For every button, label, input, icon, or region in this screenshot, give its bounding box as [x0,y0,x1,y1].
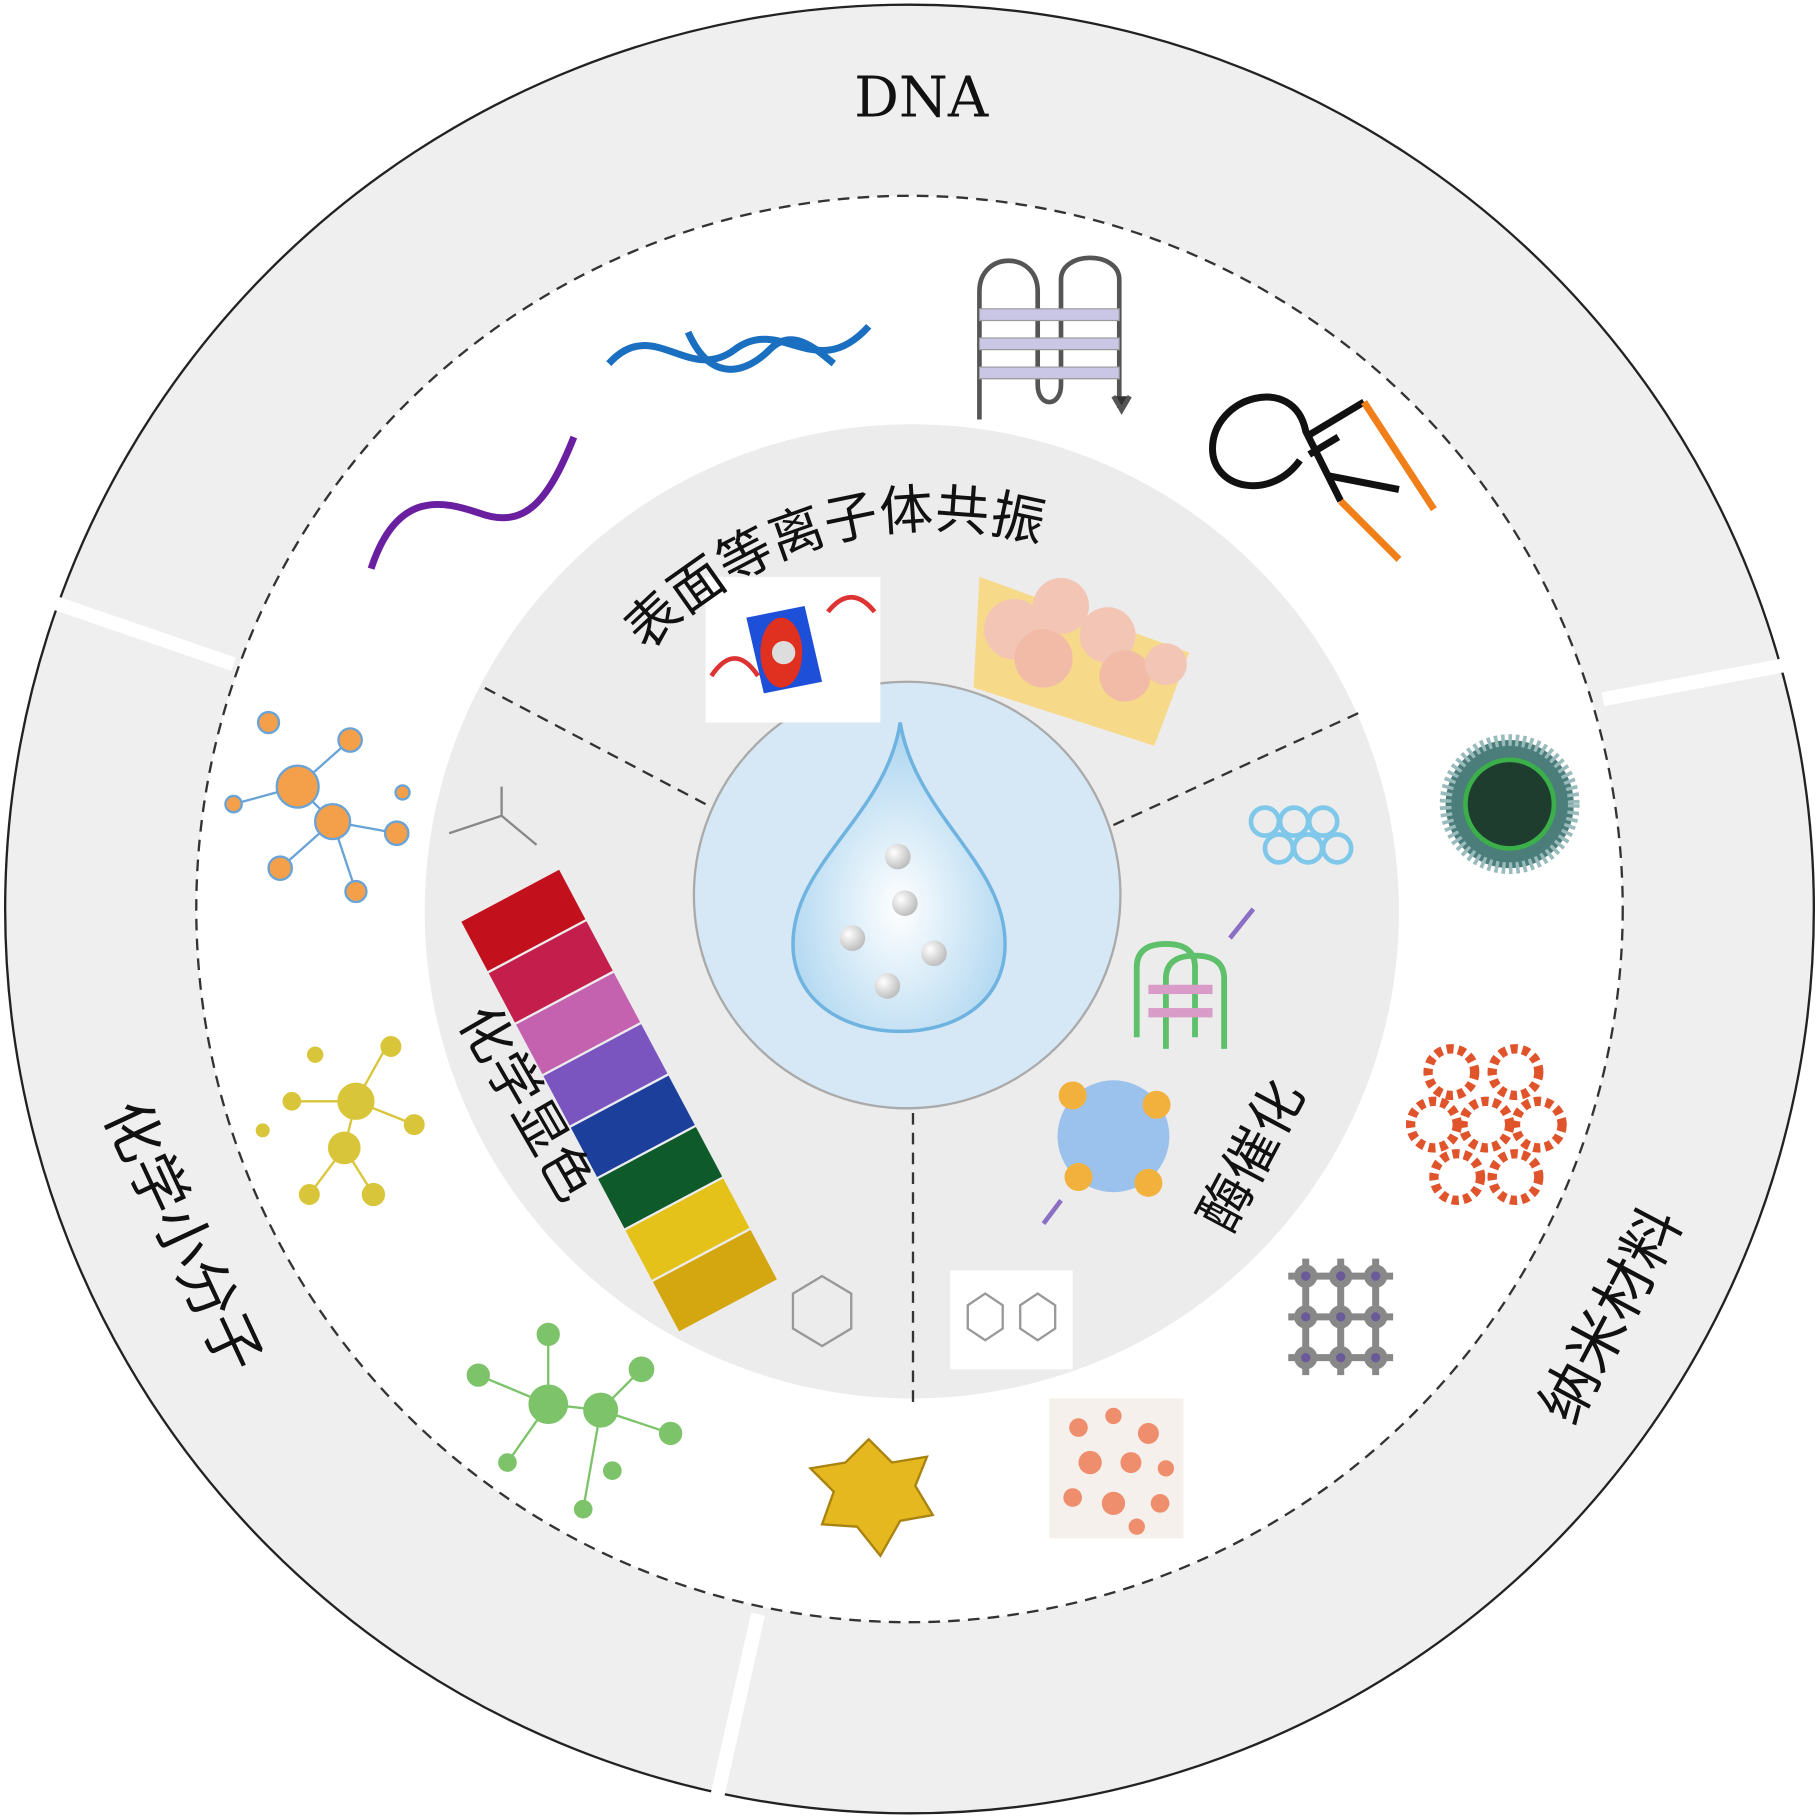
g-quadruplex-icon [977,255,1132,420]
double-helix-dna-icon [606,323,872,373]
water-droplet-icon [791,722,1007,1034]
nanoparticles-icon [1049,1398,1184,1539]
hairpin-dna-icon [1209,393,1437,562]
plasmonic-nanospheres-icon [973,576,1190,746]
yellow-molecule-icon [255,1036,425,1207]
plasmon-field-icon [705,576,881,723]
ring-separators [44,593,1791,1814]
enzyme-catalysis-icon [950,805,1354,1370]
mof-framework-icon [1405,1044,1567,1206]
colorimetric-vials-icon [448,786,853,1348]
single-strand-dna-icon [367,435,578,570]
green-molecule-icon [466,1322,683,1519]
inner-separators [483,686,1359,1411]
label-dna: DNA [854,66,989,131]
orange-molecule-icon [224,710,411,904]
graphene-lattice-icon [1288,1258,1394,1376]
liposome-nanoparticle-icon [1439,734,1580,875]
gold-nanostar-icon [808,1437,935,1558]
